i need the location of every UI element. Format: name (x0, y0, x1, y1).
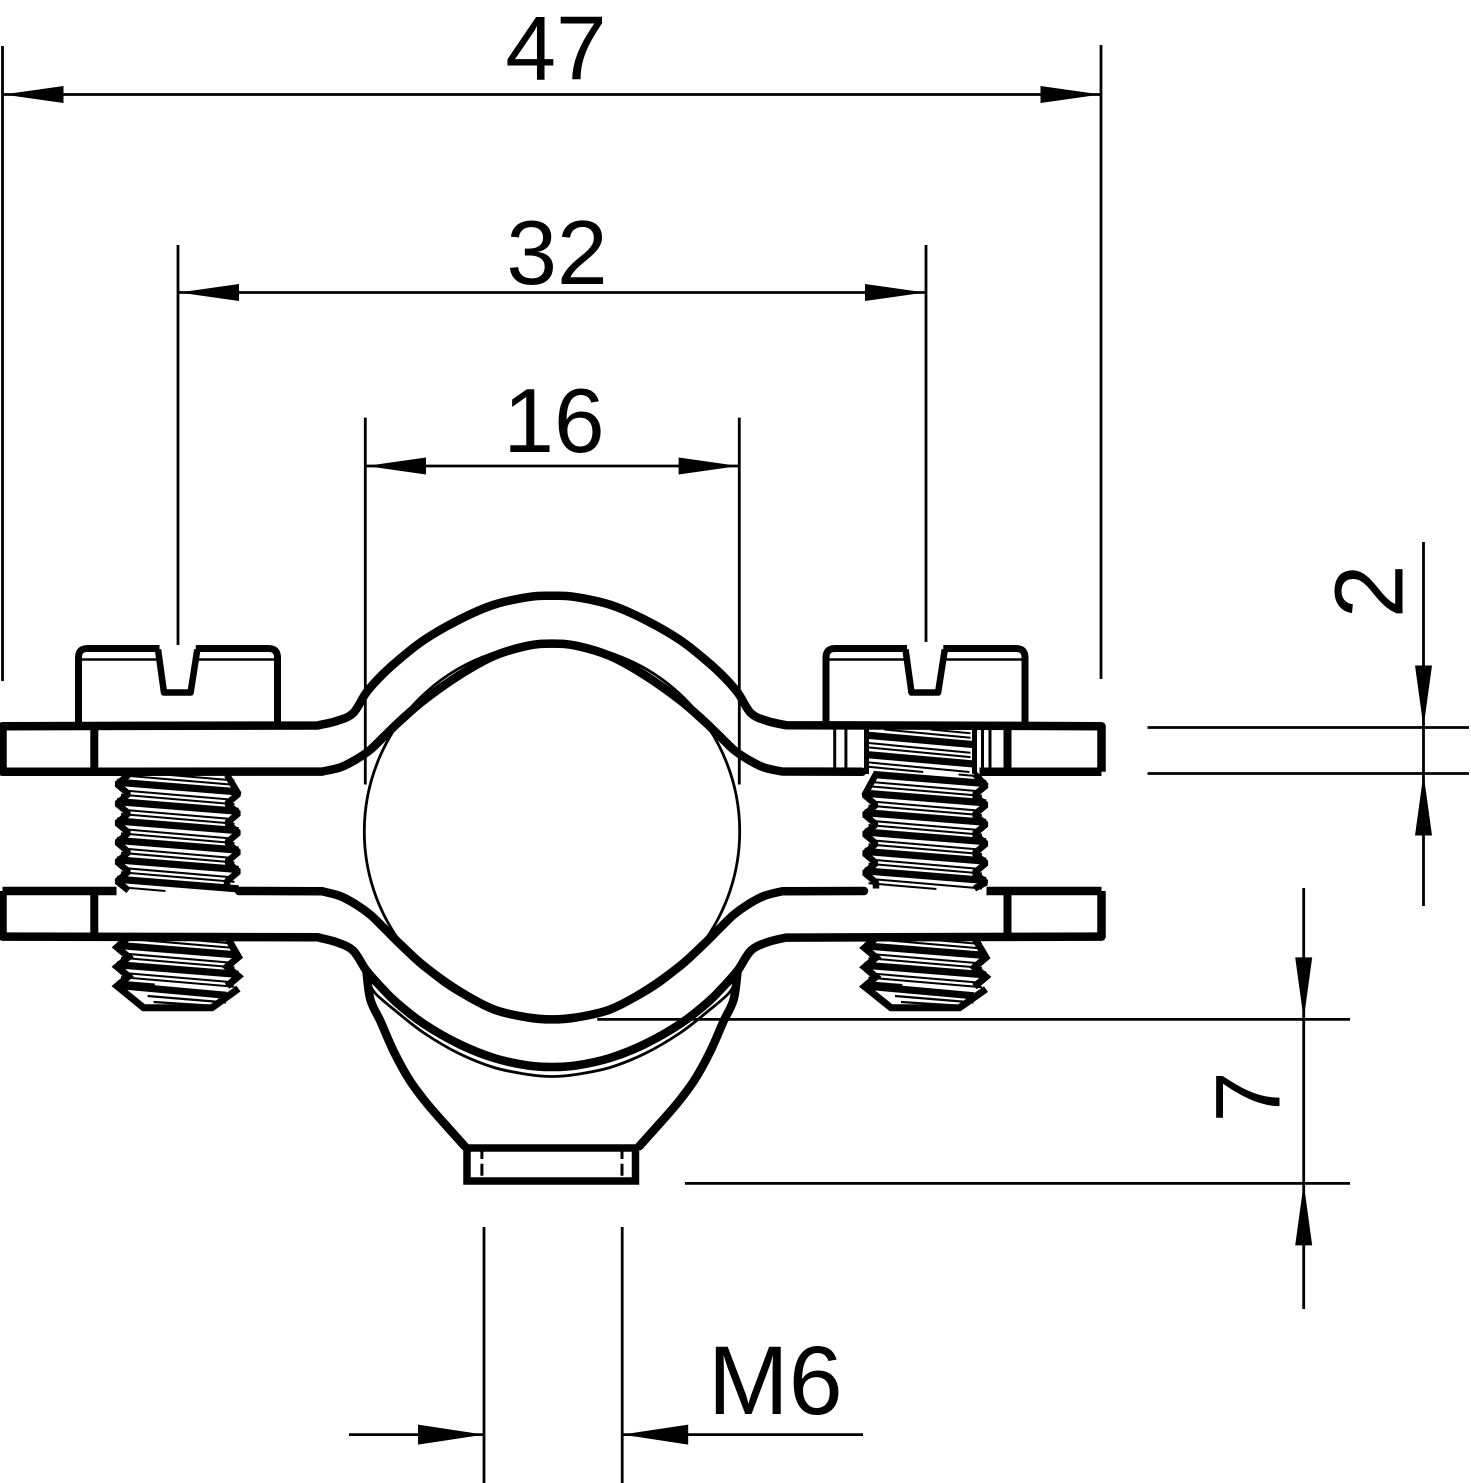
svg-text:2: 2 (1315, 564, 1424, 618)
svg-text:32: 32 (506, 203, 607, 304)
svg-text:47: 47 (505, 0, 606, 100)
svg-text:7: 7 (1197, 1071, 1299, 1122)
svg-text:M6: M6 (708, 1326, 843, 1435)
svg-text:16: 16 (503, 371, 604, 472)
